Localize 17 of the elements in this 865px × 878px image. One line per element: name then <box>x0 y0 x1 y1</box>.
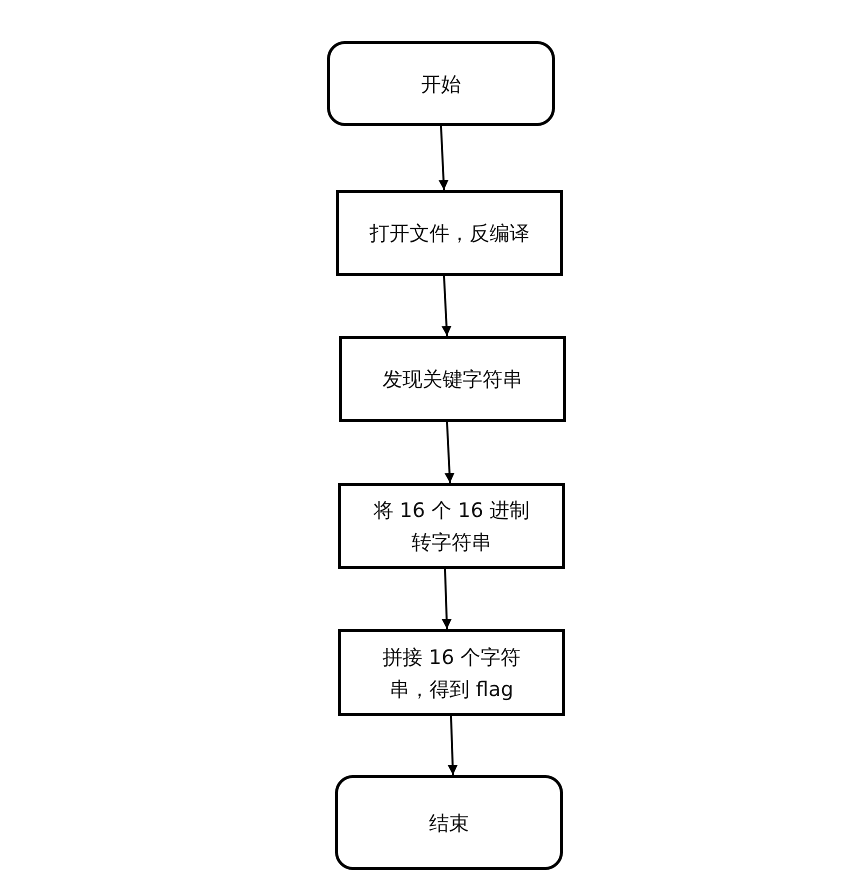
process-box <box>336 190 563 276</box>
terminal-box <box>327 41 555 126</box>
node-label: 打开文件，反编译 <box>370 220 530 247</box>
terminal-box <box>335 775 563 870</box>
node-label: 发现关键字符串 <box>382 366 522 393</box>
arrow <box>448 716 458 776</box>
process-box <box>338 483 565 569</box>
arrow <box>442 568 452 630</box>
arrow <box>442 276 452 336</box>
node-label: 结束 <box>429 810 469 836</box>
arrow <box>438 126 449 190</box>
process-box <box>339 336 566 422</box>
node-label: 开始 <box>421 70 461 98</box>
process-box <box>338 629 565 716</box>
node-label: 将 16 个 16 进制转字符串 <box>372 497 531 556</box>
arrow <box>444 422 454 484</box>
node-label: 拼接 16 个字符串，得到 flag <box>381 644 522 702</box>
